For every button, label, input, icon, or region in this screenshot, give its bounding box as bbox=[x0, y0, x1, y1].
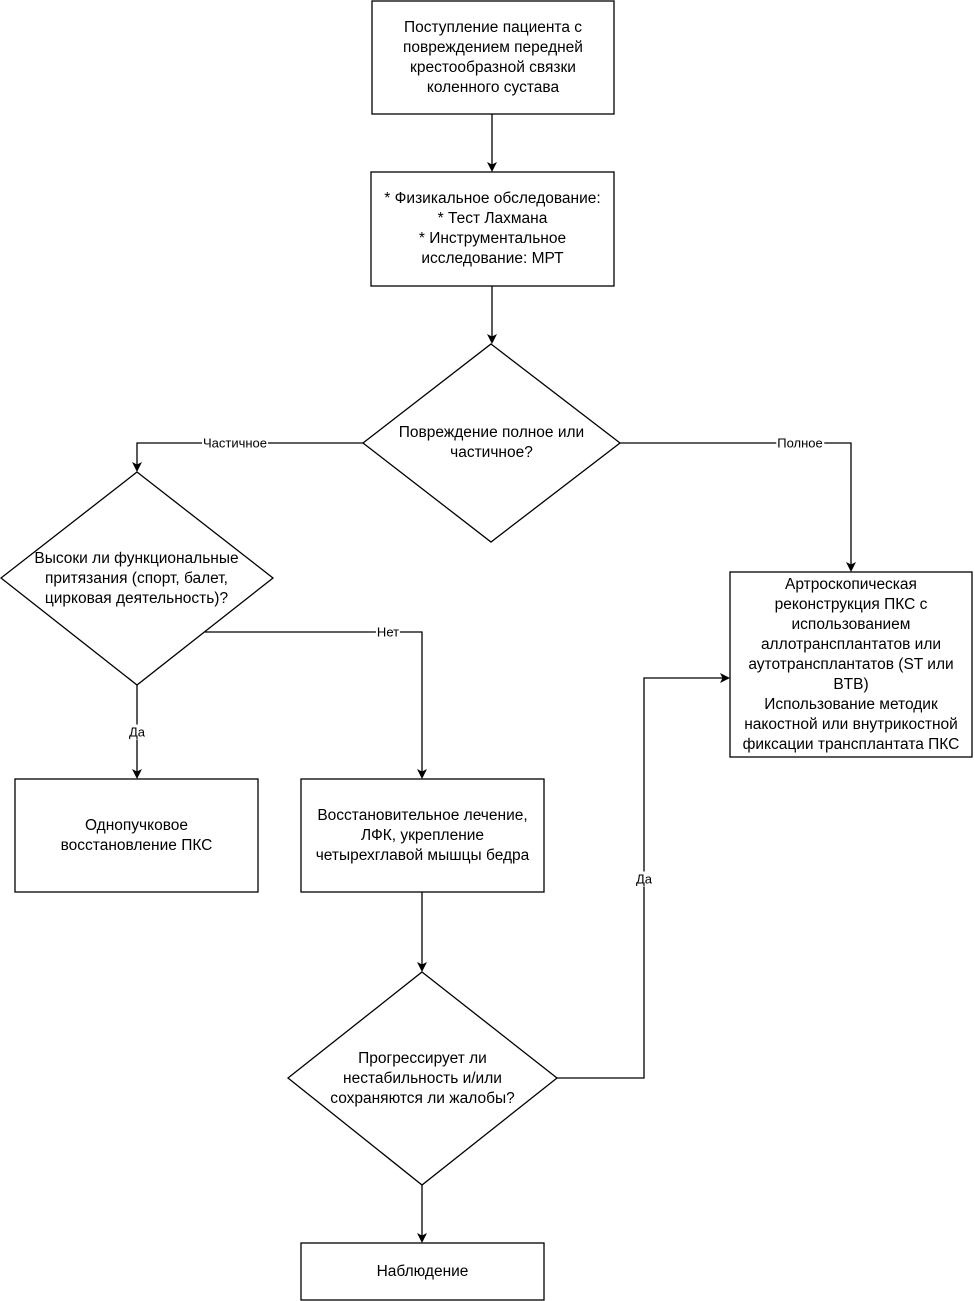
arthroscopic-box bbox=[729, 571, 973, 758]
edge-label-full: Полное bbox=[776, 435, 824, 451]
instability-decision-line: сохраняются ли жалобы? bbox=[330, 1090, 515, 1107]
demands-decision-line: Высоки ли функциональные bbox=[34, 550, 239, 567]
damage-decision-line: частичное? bbox=[450, 444, 533, 461]
exam-box bbox=[370, 171, 615, 287]
instability-decision-line: нестабильность и/или bbox=[343, 1070, 502, 1087]
edge-damage-partial bbox=[132, 442, 363, 472]
rehab-text: Восстановительное лечение, ЛФК, укреплен… bbox=[301, 779, 544, 892]
arthroscopic-line: BTB) bbox=[833, 675, 869, 693]
edge-label-no-rehab: Нет bbox=[375, 624, 401, 640]
arthroscopic-text: Артроскопическая реконструкция ПКС с исп… bbox=[730, 572, 972, 757]
single-bundle-line: Однопучковое bbox=[84, 816, 189, 834]
demands-decision-line: цирковая деятельность)? bbox=[44, 590, 229, 607]
demands-decision-line: притязания (спорт, балет, bbox=[44, 570, 228, 587]
arthroscopic-line: Использование методик bbox=[764, 695, 938, 713]
exam-line: * Физикальное обследование: bbox=[384, 190, 601, 207]
exam-line: исследование: МРТ bbox=[421, 250, 564, 267]
damage-decision-text: Повреждение полное или частичное? bbox=[363, 413, 620, 473]
arthroscopic-line: аутотрансплантатов (ST или bbox=[748, 655, 954, 673]
arthroscopic-line: Артроскопическая bbox=[785, 575, 917, 593]
exam-line: * Инструментальное bbox=[418, 230, 567, 247]
single-bundle-text: Однопучковое восстановление ПКС bbox=[15, 779, 258, 892]
instability-decision-line: Прогрессирует ли bbox=[358, 1050, 487, 1067]
observation-box bbox=[300, 1242, 545, 1301]
single-bundle-box bbox=[14, 778, 259, 893]
demands-decision-text: Высоки ли функциональные притязания (спо… bbox=[0, 548, 273, 610]
arthroscopic-line: аллотрансплантатов или bbox=[760, 635, 942, 653]
arthroscopic-line: накостной или внутрикостной bbox=[744, 715, 958, 733]
exam-text: * Физикальное обследование: * Тест Лахма… bbox=[371, 172, 614, 286]
arthroscopic-line: использованием bbox=[791, 615, 911, 633]
admission-line: крестообразной связки bbox=[410, 58, 576, 76]
admission-line: коленного сустава bbox=[426, 78, 560, 96]
rehab-line: ЛФК, укрепление bbox=[360, 826, 485, 844]
instability-decision-text: Прогрессирует ли нестабильность и/или со… bbox=[288, 1048, 557, 1110]
edge-damage-full bbox=[620, 442, 856, 572]
arthroscopic-line: фиксации трансплантата ПКС bbox=[742, 735, 960, 753]
observation-text: Наблюдение bbox=[301, 1243, 544, 1300]
rehab-line: Восстановительное лечение, bbox=[317, 806, 528, 824]
observation-line: Наблюдение bbox=[376, 1262, 469, 1280]
rehab-box bbox=[300, 778, 545, 893]
edge-label-yes-recon: Да bbox=[634, 871, 654, 887]
admission-line: повреждением передней bbox=[403, 38, 583, 56]
admission-box bbox=[371, 0, 615, 115]
exam-line: * Тест Лахмана bbox=[437, 210, 548, 227]
arthroscopic-line: реконструкция ПКС с bbox=[774, 595, 928, 613]
edge-demands-no bbox=[205, 631, 427, 779]
edge-label-yes-single: Да bbox=[127, 724, 147, 740]
admission-text: Поступление пациента с повреждением пере… bbox=[372, 1, 614, 114]
single-bundle-line: восстановление ПКС bbox=[60, 836, 213, 854]
rehab-line: четырехглавой мышцы бедра bbox=[315, 846, 530, 864]
admission-line: Поступление пациента с bbox=[403, 18, 583, 36]
damage-decision-line: Повреждение полное или bbox=[398, 424, 585, 441]
edge-label-partial: Частичное bbox=[201, 435, 269, 451]
damage-decision-diamond bbox=[361, 343, 622, 543]
